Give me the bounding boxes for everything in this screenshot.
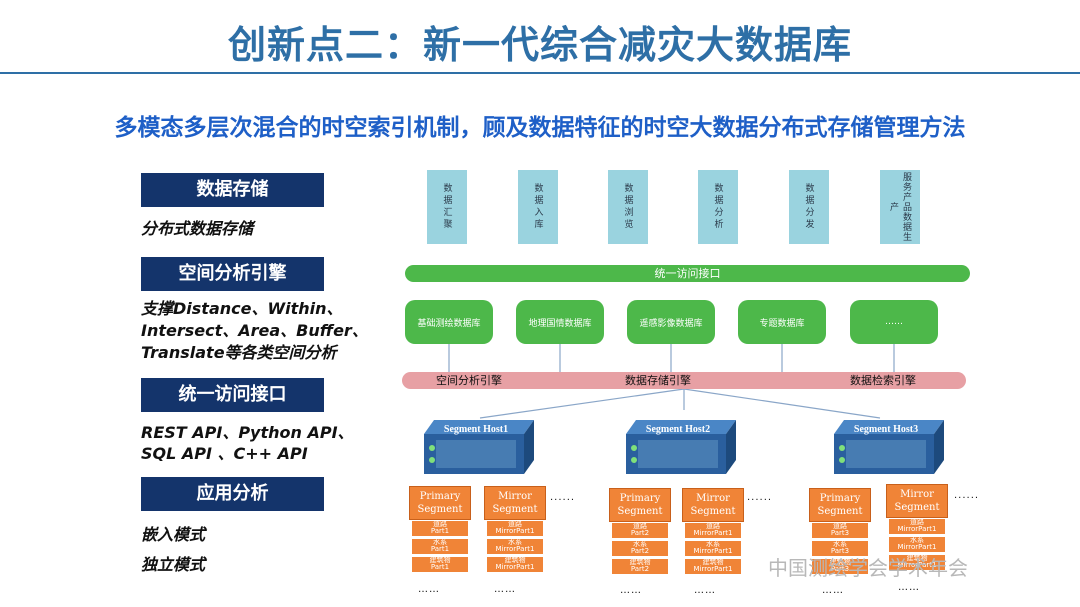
engine-spatial-analysis: 空间分析引擎: [436, 374, 502, 387]
watermark: 中国测绘学会学术年会: [768, 556, 968, 580]
unified-access-bar: 统一访问接口: [405, 265, 970, 282]
function-box-distribute: 数据分发: [789, 170, 829, 244]
ellipsis-part: ……: [822, 585, 844, 596]
sidebar-text-spatial-3: Translate等各类空间分析: [141, 343, 337, 362]
sidebar-text-api-2: SQL API 、C++ API: [141, 444, 308, 463]
function-box-collect: 数据汇聚: [427, 170, 467, 244]
sidebar-text-spatial-2: Intersect、Area、Buffer、: [141, 321, 368, 340]
sidebar-text-spatial-1: 支撑Distance、Within、: [141, 299, 343, 318]
engine-data-retrieval: 数据检索引擎: [850, 374, 916, 387]
sidebar-text-app-1: 嵌入模式: [141, 525, 206, 544]
ellipsis-3: ......: [954, 490, 980, 501]
mirror-segment-2: Mirror Segment: [682, 488, 744, 522]
ellipsis-part: ……: [694, 585, 716, 596]
ellipsis-part: ……: [494, 584, 516, 595]
sidebar-button-unified-api: 统一访问接口: [141, 378, 324, 412]
ellipsis-1: ......: [550, 492, 576, 503]
ellipsis-part: ……: [418, 584, 440, 595]
title-divider: [0, 72, 1080, 74]
sidebar-text-data-storage: 分布式数据存储: [141, 219, 254, 238]
mirror-segment-1: Mirror Segment: [484, 486, 546, 520]
function-box-browse: 数据浏览: [608, 170, 648, 244]
ellipsis-2: ......: [747, 492, 773, 503]
function-box-ingest: 数据入库: [518, 170, 558, 244]
primary-segment-1: Primary Segment: [409, 486, 471, 520]
sidebar-text-app-2: 独立模式: [141, 555, 206, 574]
host-label-3: Segment Host3: [854, 424, 918, 435]
server-icon: Segment Host3: [834, 420, 944, 474]
server-icon: Segment Host2: [626, 420, 736, 474]
database-more: ……: [850, 300, 938, 344]
primary-segment-2: Primary Segment: [609, 488, 671, 522]
page-title: 创新点二：新一代综合减灾大数据库: [227, 23, 852, 67]
database-remote-sensing: 遥感影像数据库: [627, 300, 715, 344]
ellipsis-part: ……: [620, 585, 642, 596]
sidebar-button-spatial-engine: 空间分析引擎: [141, 257, 324, 291]
engine-data-storage: 数据存储引擎: [625, 374, 691, 387]
host-label-1: Segment Host1: [444, 424, 508, 435]
database-national-conditions: 地理国情数据库: [516, 300, 604, 344]
ellipsis-part: ……: [898, 582, 920, 593]
engine-bar: [402, 372, 966, 389]
primary-segment-3: Primary Segment: [809, 488, 871, 522]
database-basic-mapping: 基础测绘数据库: [405, 300, 493, 344]
database-thematic: 专题数据库: [738, 300, 826, 344]
function-box-analyze: 数据分析: [698, 170, 738, 244]
server-icon: Segment Host1: [424, 420, 534, 474]
mirror-segment-3: Mirror Segment: [886, 484, 948, 518]
page-subtitle: 多模态多层次混合的时空索引机制，顾及数据特征的时空大数据分布式存储管理方法: [114, 115, 966, 141]
sidebar-button-data-storage: 数据存储: [141, 173, 324, 207]
function-box-product: 服务产品数据生产: [880, 170, 920, 244]
sidebar-button-application: 应用分析: [141, 477, 324, 511]
host-label-2: Segment Host2: [646, 424, 710, 435]
sidebar-text-api-1: REST API、Python API、: [141, 423, 354, 442]
